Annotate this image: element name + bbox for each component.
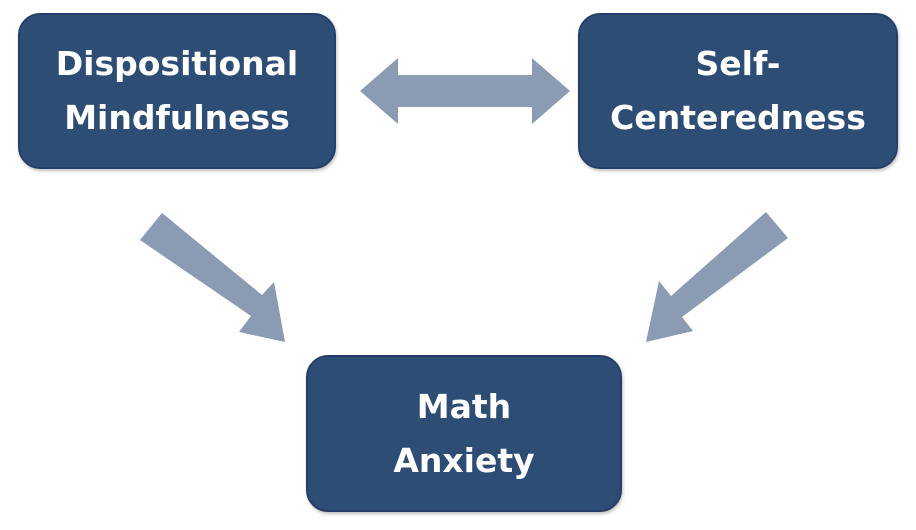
node-dispositional-mindfulness: Dispositional Mindfulness bbox=[18, 13, 336, 169]
arrow-self-to-anxiety bbox=[646, 212, 788, 342]
node-math-anxiety: Math Anxiety bbox=[306, 355, 622, 512]
node-label-line: Dispositional bbox=[55, 44, 299, 83]
node-self-centeredness: Self- Centeredness bbox=[578, 13, 898, 169]
node-label-line: Math bbox=[416, 386, 512, 426]
node-label-line: Self- bbox=[695, 44, 781, 83]
double-arrow-mindfulness-self bbox=[360, 58, 570, 124]
node-label-line: Centeredness bbox=[610, 98, 866, 137]
node-label-line: Mindfulness bbox=[64, 98, 290, 137]
arrow-mindfulness-to-anxiety bbox=[140, 213, 285, 342]
node-label-line: Anxiety bbox=[393, 440, 535, 480]
